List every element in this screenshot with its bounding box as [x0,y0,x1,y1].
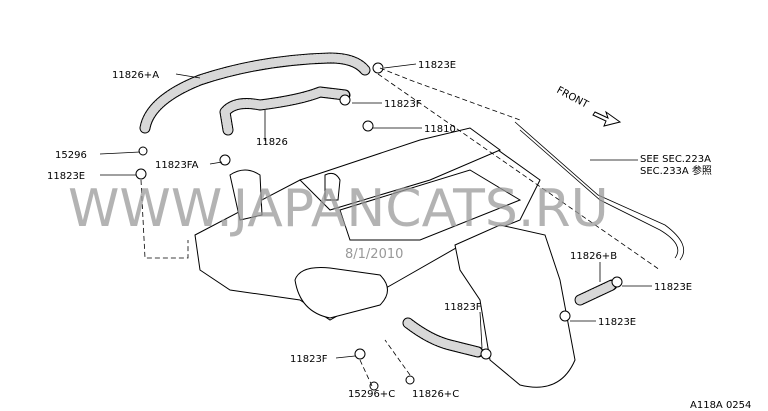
label-15296: 15296 [55,150,87,161]
watermark-date: 8/1/2010 [345,247,403,262]
leader-lines [99,63,661,387]
label-11826-b: 11826+B [570,251,617,262]
label-11823e-right2: 11823E [598,317,636,328]
engine-assembly [194,121,684,388]
label-11823f-top: 11823F [384,99,422,110]
hoses [139,52,618,358]
label-11823e-left: 11823E [47,171,85,182]
label-front: FRONT [555,85,591,111]
label-11826-c: 11826+C [412,389,459,400]
label-see-sec-1: SEE SEC.223A [640,154,711,165]
clamps [135,62,623,391]
label-11823f-bottom: 11823F [290,354,328,365]
label-11826-a: 11826+A [112,70,159,81]
label-11810: 11810 [424,124,456,135]
label-11823e-right1: 11823E [654,282,692,293]
front-arrow-icon [592,110,622,127]
oil-filler [229,169,263,221]
intake-chamber [294,267,388,319]
label-11823fa: 11823FA [155,160,199,171]
diagram-code: A118A 0254 [690,400,751,411]
air-duct [454,224,576,388]
label-15296-c: 15296+C [348,389,395,400]
label-11826: 11826 [256,137,288,148]
label-11823e-top: 11823E [418,60,456,71]
label-see-sec-2: SEC.233A 参照 [640,164,712,177]
watermark-site: WWW.JAPANCATS.RU [68,179,609,239]
label-11823f-mid: 11823F [444,302,482,313]
